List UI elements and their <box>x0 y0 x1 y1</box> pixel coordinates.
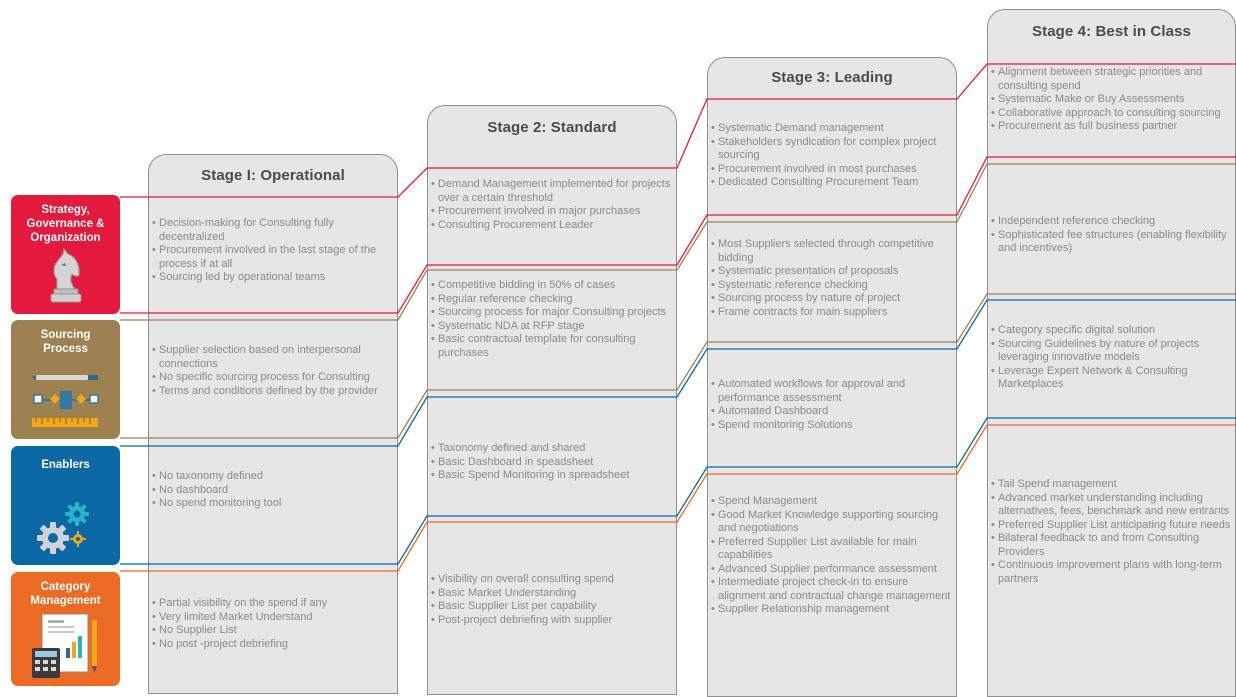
list-item: Demand Management implemented for projec… <box>431 178 671 205</box>
row-label-strategy: Strategy, Governance & Organization <box>11 195 120 314</box>
list-item: Systematic Make or Buy Assessments <box>991 93 1231 107</box>
list-item: Most Suppliers selected through competit… <box>711 238 951 265</box>
stage-1-title: Stage I: Operational <box>201 167 345 184</box>
list-item: Preferred Supplier List available for ma… <box>711 536 951 563</box>
list-item: Dedicated Consulting Procurement Team <box>711 176 951 190</box>
list-item: Tail Spend management <box>991 478 1231 492</box>
list-item: Sourcing process by nature of project <box>711 292 951 306</box>
stage-3-category-cell: Spend Management Good Market Knowledge s… <box>711 495 951 617</box>
list-item: Systematic presentation of proposals <box>711 265 951 279</box>
list-item: Very limited Market Understand <box>152 611 392 625</box>
stage-2-sourcing-cell: Competitive bidding in 50% of cases Regu… <box>431 279 671 360</box>
stage-3-title: Stage 3: Leading <box>771 69 893 86</box>
list-item: Procurement involved in most purchases <box>711 163 951 177</box>
list-item: Preferred Supplier List anticipating fut… <box>991 519 1231 533</box>
list-item: Procurement involved in major purchases <box>431 205 671 219</box>
list-item: Leverage Expert Network & Consulting Mar… <box>991 365 1231 392</box>
list-item: No specific sourcing process for Consult… <box>152 371 392 385</box>
stage-2-title: Stage 2: Standard <box>487 119 617 136</box>
list-item: Good Market Knowledge supporting sourcin… <box>711 509 951 536</box>
list-item: Basic contractual template for consultin… <box>431 333 671 360</box>
row-label-sourcing-text: Sourcing Process <box>40 329 91 355</box>
list-item: Post-project debriefing with supplier <box>431 614 671 628</box>
row-label-category-text: Category Management <box>30 581 101 607</box>
stage-1-strategy-cell: Decision-making for Consulting fully dec… <box>152 217 392 285</box>
list-item: Decision-making for Consulting fully dec… <box>152 217 392 244</box>
list-item: Intermediate project check-in to ensure … <box>711 576 951 603</box>
list-item: Basic Supplier List per capability <box>431 600 671 614</box>
list-item: No post -project debriefing <box>152 638 392 652</box>
list-item: Basic Spend Monitoring in spreadsheet <box>431 469 671 483</box>
list-item: Procurement involved in the last stage o… <box>152 244 392 271</box>
stage-3-sourcing-cell: Most Suppliers selected through competit… <box>711 238 951 319</box>
row-label-sourcing: Sourcing Process <box>11 320 120 439</box>
list-item: Terms and conditions defined by the prov… <box>152 385 392 399</box>
list-item: Competitive bidding in 50% of cases <box>431 279 671 293</box>
list-item: Stakeholders syndication for complex pro… <box>711 136 951 163</box>
stage-4-strategy-cell: Alignment between strategic priorities a… <box>991 66 1231 134</box>
list-item: Category specific digital solution <box>991 324 1231 338</box>
stage-3-strategy-cell: Systematic Demand management Stakeholder… <box>711 122 951 190</box>
row-label-enablers: Enablers <box>11 446 120 565</box>
list-item: Systematic NDA at RFP stage <box>431 320 671 334</box>
list-item: Visibility on overall consulting spend <box>431 573 671 587</box>
list-item: Systematic reference checking <box>711 279 951 293</box>
list-item: Sourcing Guidelines by nature of project… <box>991 338 1231 365</box>
gears-icon <box>11 496 120 560</box>
chess-knight-icon <box>11 245 120 307</box>
stage-1-sourcing-cell: Supplier selection based on interpersona… <box>152 344 392 398</box>
list-item: Independent reference checking <box>991 215 1231 229</box>
stage-2-enablers-cell: Taxonomy defined and shared Basic Dashbo… <box>431 442 671 483</box>
list-item: Sourcing led by operational teams <box>152 271 392 285</box>
list-item: Collaborative approach to consulting sou… <box>991 107 1231 121</box>
list-item: Bilateral feedback to and from Consultin… <box>991 532 1231 559</box>
list-item: Partial visibility on the spend if any <box>152 597 392 611</box>
list-item: Automated workflows for approval and per… <box>711 378 951 405</box>
stage-2-strategy-cell: Demand Management implemented for projec… <box>431 178 671 232</box>
row-label-strategy-text: Strategy, Governance & Organization <box>26 204 105 244</box>
list-item: Consulting Procurement Leader <box>431 219 671 233</box>
list-item: Advanced Supplier performance assessment <box>711 563 951 577</box>
list-item: Basic Market Understanding <box>431 587 671 601</box>
list-item: Regular reference checking <box>431 293 671 307</box>
stage-4-title: Stage 4: Best in Class <box>1032 23 1191 40</box>
stage-4-sourcing-cell: Independent reference checking Sophistic… <box>991 215 1231 256</box>
row-label-enablers-text: Enablers <box>41 459 90 471</box>
list-item: Supplier selection based on interpersona… <box>152 344 392 371</box>
list-item: No dashboard <box>152 484 392 498</box>
list-item: No spend monitoring tool <box>152 497 392 511</box>
report-chart-icon <box>11 610 120 682</box>
list-item: Spend Management <box>711 495 951 509</box>
list-item: Basic Dashboard in speadsheet <box>431 456 671 470</box>
stage-4-category-cell: Tail Spend management Advanced market un… <box>991 478 1231 586</box>
stage-4-enablers-cell: Category specific digital solution Sourc… <box>991 324 1231 392</box>
list-item: Advanced market understanding including … <box>991 492 1231 519</box>
list-item: No taxonomy defined <box>152 470 392 484</box>
stage-1-enablers-cell: No taxonomy defined No dashboard No spen… <box>152 470 392 511</box>
stage-2-category-cell: Visibility on overall consulting spend B… <box>431 573 671 627</box>
list-item: Frame contracts for main suppliers <box>711 306 951 320</box>
list-item: Sophisticated fee structures (enabling f… <box>991 229 1231 256</box>
list-item: Taxonomy defined and shared <box>431 442 671 456</box>
stage-3-enablers-cell: Automated workflows for approval and per… <box>711 378 951 432</box>
list-item: No Supplier List <box>152 624 392 638</box>
list-item: Systematic Demand management <box>711 122 951 136</box>
list-item: Automated Dashboard <box>711 405 951 419</box>
list-item: Spend monitoring Solutions <box>711 419 951 433</box>
list-item: Alignment between strategic priorities a… <box>991 66 1231 93</box>
process-flow-icon <box>11 370 120 434</box>
list-item: Procurement as full business partner <box>991 120 1231 134</box>
stage-1-category-cell: Partial visibility on the spend if any V… <box>152 597 392 651</box>
row-label-category: Category Management <box>11 572 120 686</box>
list-item: Continuous improvement plans with long-t… <box>991 559 1231 586</box>
list-item: Supplier Relationship management <box>711 603 951 617</box>
list-item: Sourcing process for major Consulting pr… <box>431 306 671 320</box>
